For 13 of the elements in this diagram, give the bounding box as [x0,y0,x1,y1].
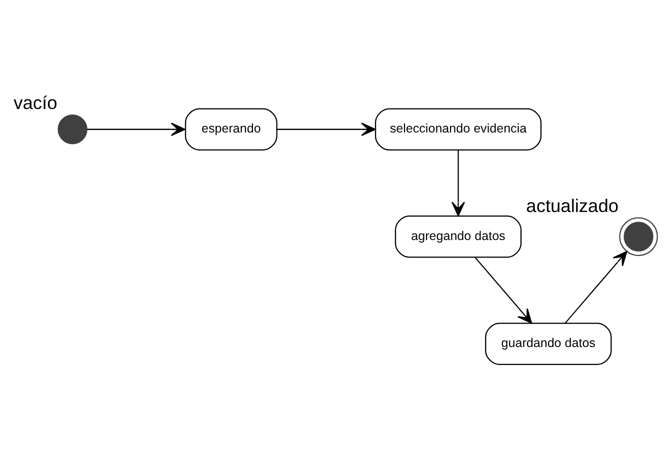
node-label: actualizado [526,194,619,216]
node-box: seleccionando evidencia [374,108,542,150]
node-label: vacío [14,92,58,113]
arrow [564,250,628,324]
node-box: esperando [184,108,278,150]
arrow [87,122,186,136]
arrow [452,150,465,216]
node-circle [619,216,658,256]
node-box: agregando datos [394,215,522,258]
node-box: guardando datos [485,322,612,364]
node-circle [58,114,88,144]
arrow [276,122,376,136]
arrow [474,256,532,324]
